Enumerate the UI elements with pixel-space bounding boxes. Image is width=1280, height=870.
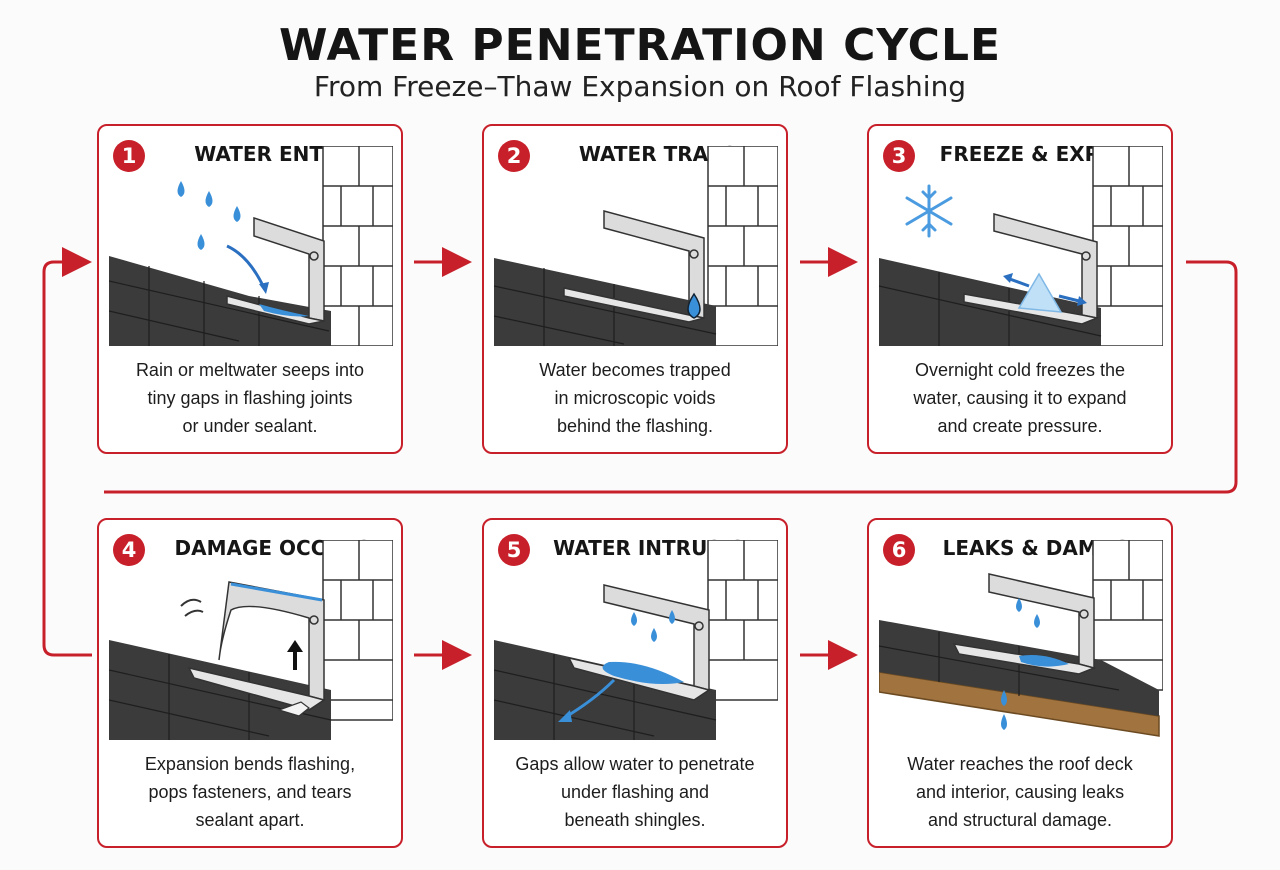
step-number-badge: 2 bbox=[498, 140, 530, 172]
brick-wall bbox=[707, 540, 778, 701]
step-number-badge: 4 bbox=[113, 534, 145, 566]
damage-occurs-illustration bbox=[109, 540, 393, 740]
trapped-drop-icon bbox=[687, 292, 701, 319]
bent-flashing bbox=[218, 581, 325, 701]
drip-icon bbox=[1001, 690, 1007, 730]
motion-lines bbox=[180, 598, 204, 617]
step-card-1: 1 WATER ENTRY Rain or meltwater seeps in… bbox=[97, 124, 403, 454]
water-drops bbox=[631, 610, 675, 642]
brick-wall bbox=[707, 146, 778, 346]
step-description: Water reaches the roof deck and interior… bbox=[907, 754, 1133, 830]
page-subtitle: From Freeze–Thaw Expansion on Roof Flash… bbox=[313, 70, 967, 103]
freeze-expand-illustration bbox=[879, 146, 1163, 346]
water-pool bbox=[259, 304, 309, 317]
water-drops bbox=[1016, 598, 1040, 628]
arrow-return-left bbox=[42, 247, 92, 657]
water-pool bbox=[1019, 655, 1069, 667]
shingle-roof bbox=[109, 256, 331, 346]
step-description: Overnight cold freezes the water, causin… bbox=[913, 360, 1127, 436]
step-card-4: 4 DAMAGE OCCURS Expansion bends flashing… bbox=[97, 518, 403, 848]
step-description: Rain or meltwater seeps into tiny gaps i… bbox=[135, 360, 365, 436]
step-card-5: 5 WATER INTRUSION Gaps allow water to pe… bbox=[482, 518, 788, 848]
water-intrusion-illustration bbox=[494, 540, 778, 740]
step-description: Gaps allow water to penetrate under flas… bbox=[515, 754, 755, 830]
water-flow-arrow bbox=[226, 244, 266, 289]
snowflake-icon bbox=[905, 184, 953, 238]
brick-wall bbox=[1092, 146, 1163, 346]
water-traps-illustration bbox=[494, 146, 778, 346]
brick-wall bbox=[322, 540, 393, 721]
arrow-3-to-1-loop bbox=[104, 260, 1238, 494]
ice-crystal bbox=[1017, 272, 1063, 313]
step-description: Expansion bends flashing, pops fasteners… bbox=[144, 754, 356, 830]
water-entry-illustration bbox=[109, 146, 393, 346]
brick-wall bbox=[322, 146, 393, 346]
step-number-badge: 6 bbox=[883, 534, 915, 566]
step-number-badge: 1 bbox=[113, 140, 145, 172]
step-card-6: 6 LEAKS & DAMAGE Water reaches the roof … bbox=[867, 518, 1173, 848]
step-number-badge: 3 bbox=[883, 140, 915, 172]
torn-sealant bbox=[277, 701, 310, 717]
step-description: Water becomes trapped in microscopic voi… bbox=[539, 360, 731, 436]
step-card-2: 2 WATER TRAPS Water becomes trapped in m… bbox=[482, 124, 788, 454]
step-card-3: 3 FREEZE & EXPAND Overnight cold freezes… bbox=[867, 124, 1173, 454]
leaks-damage-illustration bbox=[879, 540, 1163, 737]
raindrops-icon bbox=[177, 181, 241, 250]
water-spread bbox=[602, 661, 684, 684]
up-arrow-icon bbox=[287, 640, 303, 670]
step-number-badge: 5 bbox=[498, 534, 530, 566]
page-title: WATER PENETRATION CYCLE bbox=[278, 20, 1002, 71]
shingle-roof bbox=[109, 640, 331, 740]
